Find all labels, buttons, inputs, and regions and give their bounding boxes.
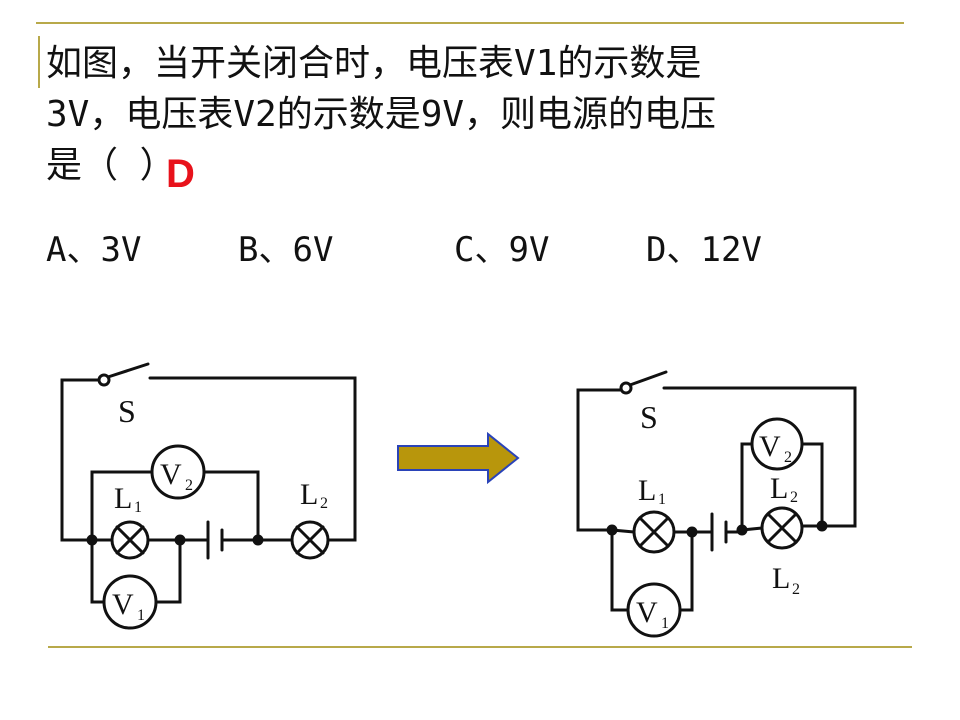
- left-voltmeter-v1: [102, 574, 158, 630]
- left-voltmeter-v2: [150, 444, 206, 500]
- right-switch-contact: [619, 381, 633, 395]
- right-circuit: [576, 370, 857, 638]
- top-rule: [36, 22, 904, 24]
- left-l2-sub: 2: [320, 495, 328, 512]
- right-switch-blade: [628, 370, 668, 387]
- left-l1-label: L: [114, 482, 132, 515]
- question-line-3: 是（ ）: [46, 145, 176, 186]
- left-switch-contact: [97, 373, 111, 387]
- left-v1-sub: 1: [137, 607, 145, 624]
- option-c: C、9V: [454, 230, 550, 270]
- left-v1-label: V: [112, 588, 134, 621]
- question-text: 如图，当开关闭合时，电压表V1的示数是 3V，电压表V2的示数是9V，则电源的电…: [46, 38, 846, 191]
- left-v2-label: V: [160, 458, 182, 491]
- left-l2-label: L: [300, 478, 318, 511]
- left-l1-sub: 1: [134, 499, 142, 516]
- option-a: A、3V: [46, 230, 142, 270]
- right-l2-upper-label: L: [770, 472, 788, 505]
- left-battery: [178, 520, 260, 560]
- left-circuit: [60, 362, 357, 630]
- right-l2-upper-sub: 2: [790, 489, 798, 506]
- left-v2-sub: 2: [185, 477, 193, 494]
- right-v1-label: V: [636, 596, 658, 629]
- left-wire-top: [148, 376, 357, 542]
- question-line-2: 3V，电压表V2的示数是9V，则电源的电压: [46, 94, 717, 135]
- right-voltmeter-v1: [626, 582, 682, 638]
- right-l2-sub: 2: [792, 581, 800, 598]
- right-wire-top: [662, 386, 857, 528]
- right-v2-sub: 2: [784, 449, 792, 466]
- right-voltmeter-v2: [750, 417, 804, 471]
- right-battery: [690, 512, 744, 552]
- left-rule: [38, 36, 40, 88]
- left-switch-blade: [106, 362, 150, 379]
- right-v2-label: V: [759, 430, 781, 463]
- right-l1-sub: 1: [658, 491, 666, 508]
- right-l1-label: L: [638, 474, 656, 507]
- right-switch-label: S: [640, 399, 658, 435]
- right-v1-sub: 1: [661, 615, 669, 632]
- left-wire-outer: [60, 378, 102, 542]
- transition-arrow-icon: [397, 431, 520, 485]
- right-l2-label: L: [772, 562, 790, 595]
- answer-mark: D: [166, 152, 195, 196]
- option-d: D、12V: [646, 230, 762, 270]
- question-line-1: 如图，当开关闭合时，电压表V1的示数是: [46, 43, 702, 84]
- right-wire-outer: [576, 388, 624, 532]
- bottom-rule: [48, 646, 912, 648]
- left-switch-label: S: [118, 393, 136, 429]
- option-b: B、6V: [238, 230, 334, 270]
